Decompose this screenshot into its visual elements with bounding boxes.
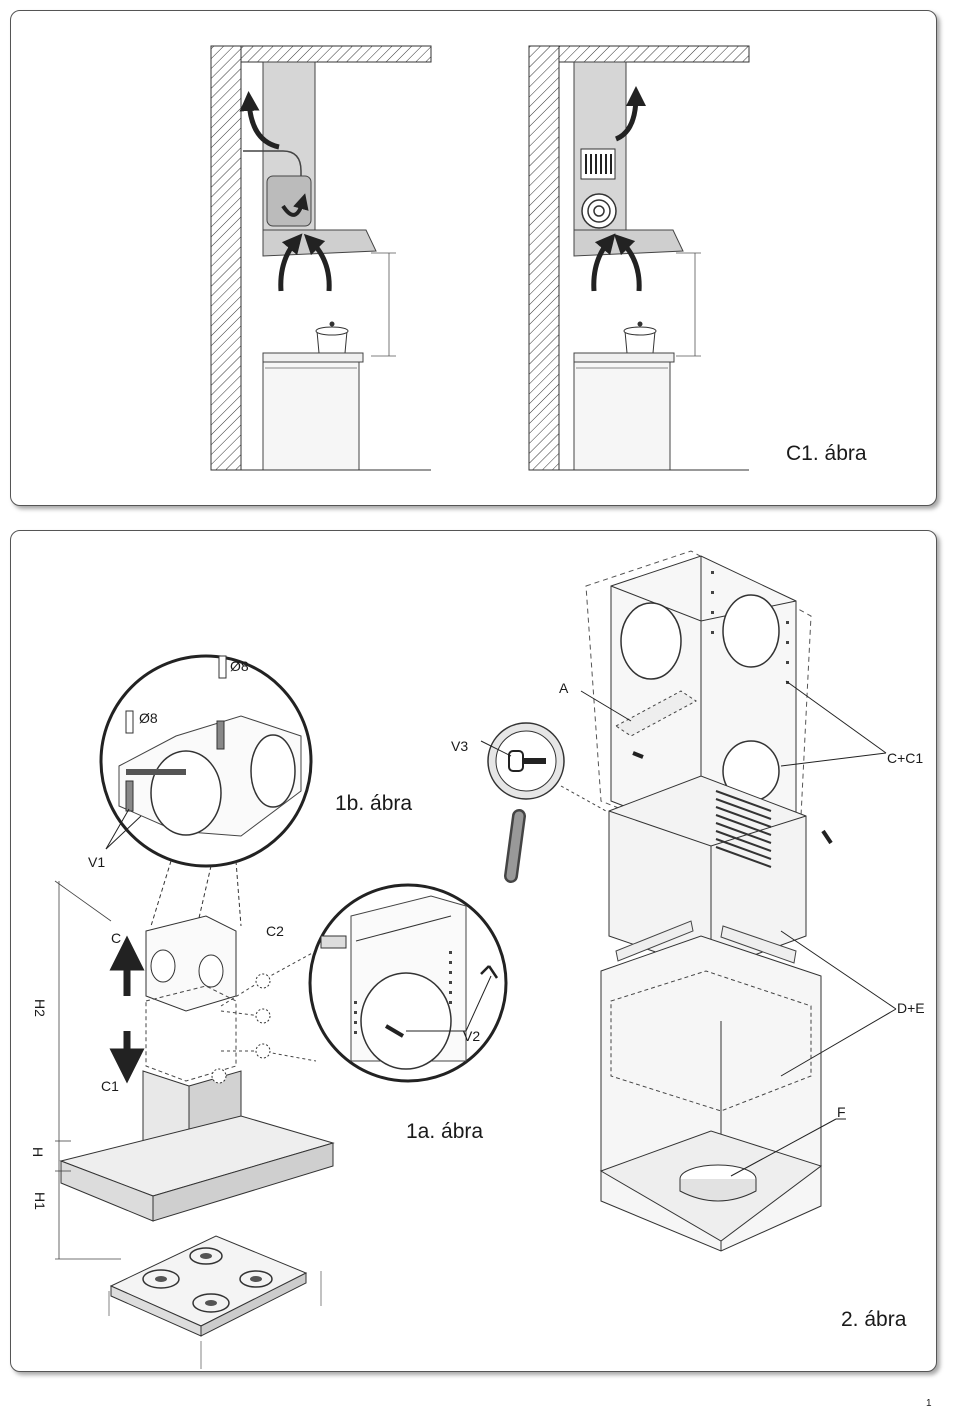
figure-2-caption: 2. ábra	[841, 1308, 907, 1331]
figure-c1-drawing	[210, 45, 750, 471]
label-dia-1: Ø8	[230, 658, 249, 674]
scene-recirculating	[528, 45, 750, 471]
figure-1b-detail	[99, 654, 313, 932]
label-f: F	[837, 1104, 846, 1120]
figure-1-2-drawing	[54, 550, 897, 1369]
label-h: H	[30, 1146, 47, 1158]
label-d-e: D+E	[897, 1000, 925, 1016]
page-number: 1	[926, 1398, 932, 1409]
magnifier-v3	[480, 722, 607, 883]
label-v1: V1	[88, 854, 106, 870]
label-v3: V3	[451, 738, 469, 754]
figure-c1-caption: C1. ábra	[786, 442, 867, 465]
label-c: C	[111, 930, 122, 946]
label-c1: C1	[101, 1078, 119, 1094]
scene-ducted	[210, 45, 432, 471]
label-dia-2: Ø8	[139, 710, 158, 726]
figure-1a-assembly	[54, 880, 335, 1369]
label-h2: H2	[31, 999, 48, 1017]
label-h1: H1	[31, 1192, 48, 1210]
figure-2-exploded-hood	[580, 550, 897, 1252]
label-c-c1: C+C1	[887, 750, 924, 766]
figure-c1-panel: C1. ábra	[10, 10, 937, 506]
label-c2: C2	[266, 923, 284, 939]
figure-1a-detail	[308, 883, 508, 1083]
label-v2: V2	[463, 1028, 481, 1044]
label-a: A	[559, 680, 569, 696]
figure-1-2-panel: Ø8 Ø8 V1 1b. ábra V3 A C+C1 C C2 H2 V2 D…	[10, 530, 937, 1372]
figure-1a-caption: 1a. ábra	[406, 1120, 484, 1143]
figure-1b-caption: 1b. ábra	[335, 792, 413, 815]
